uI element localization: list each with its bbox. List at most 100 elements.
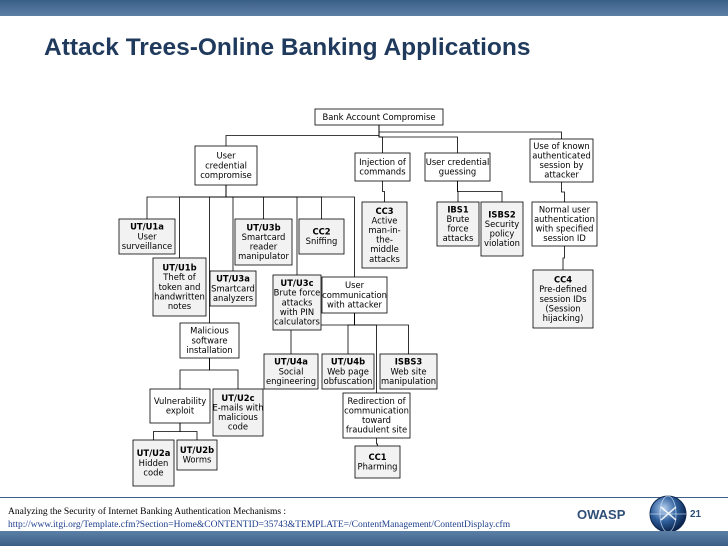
node-code: UT/U4b [331, 357, 365, 367]
node-box [529, 138, 594, 183]
edge-bank-account-compromise-to-use-of-known-session [378, 125, 562, 139]
edge-malicious-software-installation-to-vulnerability-exploit [179, 358, 210, 389]
node-label: Social [279, 366, 304, 376]
node-label: Web site [390, 366, 426, 376]
node-label: attacks [282, 297, 313, 307]
bottom-banner [0, 531, 728, 546]
node-label: toward [362, 415, 391, 425]
node-label: installation [186, 345, 232, 355]
node-label: (Session [545, 303, 580, 313]
node-box [314, 108, 444, 126]
footer-divider [0, 497, 728, 498]
node-label: handwritten [154, 291, 205, 301]
node-box [436, 201, 480, 247]
node-label: credential [205, 160, 247, 170]
node-label: middle [370, 244, 399, 254]
node-box [321, 276, 388, 314]
node-box [212, 388, 264, 437]
node-label: attacks [443, 233, 474, 243]
node-box [176, 439, 218, 471]
page-number: 21 [690, 509, 702, 520]
edge-bank-account-compromise-to-user-credential-compromise [225, 125, 380, 146]
edge-user-communication-with-attacker-to-isbs3 [354, 313, 409, 354]
edge-user-credential-compromise-to-ut-u1b [179, 185, 227, 258]
node-box [424, 152, 491, 182]
edge-user-credential-compromise-to-user-communication-with-attacker [225, 185, 355, 277]
edge-vulnerability-exploit-to-ut-u2b [179, 423, 198, 440]
node-label: Theft of [162, 272, 196, 282]
node-label: Pre-defined [539, 284, 587, 294]
node-label: Hidden [139, 458, 169, 468]
node-code: UT/U3b [246, 222, 280, 232]
node-box [532, 269, 594, 329]
node-bank-account-compromise: Bank Account Compromise [314, 108, 444, 126]
edge-user-credential-compromise-to-ut-u1a [146, 185, 227, 219]
node-code: UT/U2b [180, 445, 214, 455]
edge-redirection-of-communication-to-cc1 [376, 438, 378, 446]
node-label: with attacker [327, 299, 383, 309]
node-label: fraudulent site [346, 425, 407, 435]
node-box [531, 201, 598, 247]
node-label: attacker [544, 170, 579, 180]
node-label: the- [376, 235, 393, 245]
node-code: IBS1 [447, 204, 469, 214]
node-label: Security [485, 219, 519, 229]
node-code: CC3 [375, 206, 393, 216]
node-label: Bank Account Compromise [322, 112, 435, 122]
node-label: software [192, 335, 228, 345]
node-code: UT/U2c [221, 393, 254, 403]
node-box [272, 274, 322, 331]
node-label: session IDs [540, 294, 587, 304]
node-code: ISBS3 [395, 357, 423, 367]
node-box [234, 218, 293, 266]
node-label: communication [344, 406, 409, 416]
node-label: Vulnerability [154, 396, 206, 406]
node-label: Pharming [358, 462, 398, 472]
edge-user-communication-with-attacker-to-ut-u4b [347, 313, 355, 354]
node-label: code [228, 422, 248, 432]
node-label: engineering [266, 376, 316, 386]
node-label: Injection of [359, 157, 407, 167]
node-label: token and [159, 282, 201, 292]
node-box [354, 152, 411, 182]
node-box [118, 218, 176, 255]
node-label: notes [168, 301, 191, 311]
owasp-globe-logo-icon [649, 495, 687, 533]
node-label: obfuscation [324, 376, 373, 386]
node-label: manipulator [238, 251, 289, 261]
owasp-brand-label: OWASP [577, 507, 626, 522]
node-label: Use of known [533, 141, 589, 151]
node-code: UT/U1a [130, 222, 164, 232]
node-label: attacks [369, 254, 400, 264]
node-box [321, 353, 375, 390]
node-box [179, 322, 240, 359]
node-code: UT/U1b [162, 263, 196, 273]
node-label: E-mails with [212, 403, 263, 413]
node-label: manipulation [381, 376, 436, 386]
node-label: Smartcard [211, 283, 255, 293]
slide-title: Attack Trees-Online Banking Applications [44, 34, 531, 61]
node-label: malicious [218, 412, 258, 422]
top-banner [0, 0, 728, 16]
source-link[interactable]: http://www.itgi.org/Template.cfm?Section… [8, 520, 511, 530]
node-label: exploit [166, 406, 195, 416]
node-label: violation [484, 238, 520, 248]
node-label: Brute [447, 214, 470, 224]
node-box [480, 201, 524, 257]
node-code: UT/U4a [274, 357, 308, 367]
node-label: hijacking) [543, 313, 584, 323]
node-label: User [137, 231, 157, 241]
